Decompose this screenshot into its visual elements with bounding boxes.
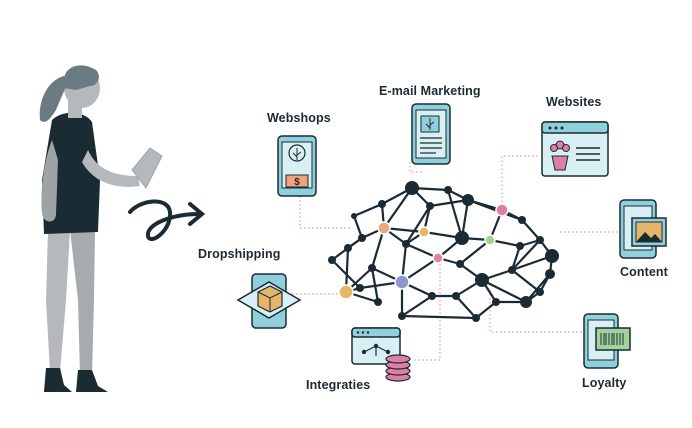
network-edge <box>459 239 491 265</box>
network-edge <box>511 239 541 271</box>
network-node <box>378 200 386 208</box>
woman-with-tablet-icon <box>39 65 163 392</box>
network-node <box>484 234 496 246</box>
network-edge <box>370 227 386 269</box>
network-node <box>398 312 406 320</box>
network-edges <box>331 186 554 320</box>
network-node <box>492 298 500 306</box>
network-edge <box>401 314 477 320</box>
network-node <box>516 242 524 250</box>
label-dropshipping: Dropshipping <box>198 247 281 261</box>
network-node <box>402 240 410 248</box>
network-node <box>545 249 559 263</box>
label-webshops: Webshops <box>267 111 331 125</box>
network-edge <box>405 242 439 260</box>
network-node <box>351 213 357 219</box>
network-edge <box>511 269 541 293</box>
network-node <box>426 202 434 210</box>
network-node <box>328 256 336 264</box>
label-content: Content <box>620 265 668 279</box>
label-integraties: Integraties <box>306 378 371 392</box>
phone-newsletter-icon <box>411 103 451 165</box>
network-edge <box>446 189 464 239</box>
network-node <box>452 292 460 300</box>
phone-barcode-icon <box>583 313 631 369</box>
network-node <box>520 296 532 308</box>
label-email-marketing: E-mail Marketing <box>379 84 481 98</box>
network-node <box>344 244 352 252</box>
network-edge <box>401 295 433 317</box>
curly-arrow-icon <box>128 199 206 241</box>
network-node <box>536 288 544 296</box>
network-node <box>472 314 480 322</box>
phone-image-icon <box>619 199 667 259</box>
network-node <box>508 266 516 274</box>
network-node <box>428 292 436 300</box>
network-node <box>462 194 474 206</box>
network-node <box>394 274 410 290</box>
network-edge <box>510 245 522 271</box>
package-box-icon <box>236 273 302 329</box>
network-node <box>518 216 526 224</box>
network-node <box>405 181 419 195</box>
network-edge <box>521 219 541 241</box>
network-node <box>495 203 509 217</box>
network-node <box>374 298 382 306</box>
network-edge <box>525 273 551 303</box>
network-edge <box>405 205 431 245</box>
network-node <box>545 269 555 279</box>
browser-database-icon <box>351 327 411 382</box>
network-node <box>536 236 544 244</box>
network-node <box>377 221 391 235</box>
label-loyalty: Loyalty <box>582 376 627 390</box>
network-node <box>338 284 354 300</box>
browser-window-icon <box>541 121 609 177</box>
network-node <box>456 260 464 268</box>
network-node <box>418 226 430 238</box>
label-websites: Websites <box>546 95 602 109</box>
phone-shop-icon: $ <box>277 135 317 197</box>
network-node <box>368 264 376 272</box>
network-edge <box>455 295 477 319</box>
network-cloud-icon <box>328 181 559 322</box>
network-edge <box>429 198 469 208</box>
network-edge <box>481 279 527 303</box>
network-node <box>455 231 469 245</box>
network-edge <box>475 301 497 319</box>
network-node <box>444 186 452 194</box>
network-node <box>432 252 444 264</box>
network-edge <box>331 259 361 289</box>
connector-lines <box>288 155 620 361</box>
currency-symbol: $ <box>294 177 300 188</box>
network-edge <box>511 254 553 272</box>
network-node <box>358 234 366 242</box>
network-edge <box>353 202 383 218</box>
network-node <box>475 273 489 287</box>
network-edge <box>383 187 413 229</box>
network-edge <box>467 198 523 222</box>
network-node <box>356 284 364 292</box>
